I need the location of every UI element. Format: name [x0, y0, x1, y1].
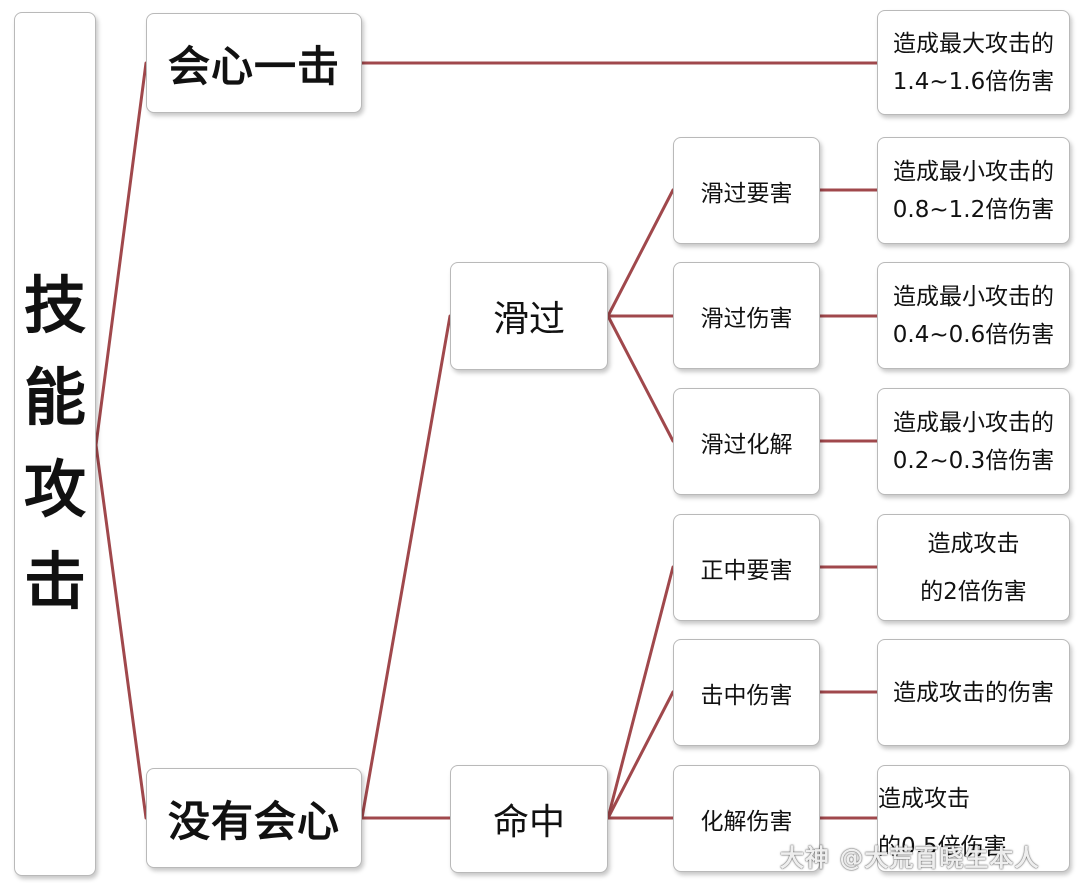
result-graze-vital: 造成最小攻击的 0.8~1.2倍伤害	[877, 137, 1070, 244]
result-line: 造成最大攻击的	[893, 30, 1054, 57]
link-root-crit	[94, 61, 148, 447]
link-hit-damage	[606, 690, 675, 820]
node-label: 滑过要害	[700, 180, 793, 207]
link-graze-resolve	[606, 314, 675, 443]
node-hit-resolve: 化解伤害	[673, 765, 820, 872]
node-label: 滑过化解	[700, 431, 793, 458]
result-hit-damage: 造成攻击的伤害	[877, 639, 1070, 746]
root-node-skill-attack: 技 能 攻 击	[14, 12, 96, 876]
result-line: 0.4~0.6倍伤害	[892, 321, 1055, 348]
node-label: 滑过伤害	[700, 305, 793, 332]
result-line: 的2倍伤害	[920, 578, 1027, 605]
node-graze-label: 滑过	[492, 299, 565, 340]
result-line: 造成最小攻击的	[893, 409, 1054, 436]
node-hit-damage: 击中伤害	[673, 639, 820, 746]
result-hit-vital: 造成攻击 的2倍伤害	[877, 514, 1070, 621]
result-line: 0.8~1.2倍伤害	[892, 196, 1055, 223]
node-graze-damage: 滑过伤害	[673, 262, 820, 369]
link-nocrit-graze	[360, 314, 452, 820]
result-line: 的0.5倍伤害	[878, 833, 1007, 860]
node-label: 化解伤害	[700, 808, 793, 835]
result-line: 1.4~1.6倍伤害	[892, 68, 1055, 95]
result-line: 0.2~0.3倍伤害	[892, 447, 1055, 474]
node-label: 正中要害	[700, 557, 793, 584]
watermark: 大神 @大荒百晓生本人	[780, 844, 1040, 872]
node-label: 击中伤害	[700, 682, 793, 709]
result-graze-resolve: 造成最小攻击的 0.2~0.3倍伤害	[877, 388, 1070, 495]
link-root-nocrit	[94, 443, 148, 820]
root-char: 攻	[23, 453, 86, 526]
link-hit-vital	[606, 565, 675, 820]
node-hit-vital: 正中要害	[673, 514, 820, 621]
node-graze-vital: 滑过要害	[673, 137, 820, 244]
node-hit: 命中	[450, 765, 608, 873]
result-graze-damage: 造成最小攻击的 0.4~0.6倍伤害	[877, 262, 1070, 369]
result-line: 造成攻击	[927, 530, 1020, 557]
node-crit-label: 会心一击	[167, 41, 340, 91]
root-char: 技	[23, 269, 86, 342]
root-char: 击	[23, 545, 86, 618]
node-graze-resolve: 滑过化解	[673, 388, 820, 495]
root-char: 能	[23, 361, 86, 434]
link-graze-vital	[606, 188, 675, 318]
result-line: 造成攻击	[878, 785, 970, 812]
node-graze: 滑过	[450, 262, 608, 370]
node-crit: 会心一击	[146, 13, 362, 113]
result-hit-resolve: 造成攻击 的0.5倍伤害	[877, 765, 1070, 872]
result-line: 造成最小攻击的	[893, 158, 1054, 185]
node-no-crit-label: 没有会心	[167, 796, 340, 846]
result-crit: 造成最大攻击的 1.4~1.6倍伤害	[877, 10, 1070, 115]
node-no-crit: 没有会心	[146, 768, 362, 868]
result-line: 造成攻击的伤害	[893, 679, 1054, 706]
node-hit-label: 命中	[492, 802, 565, 843]
result-line: 造成最小攻击的	[893, 283, 1054, 310]
